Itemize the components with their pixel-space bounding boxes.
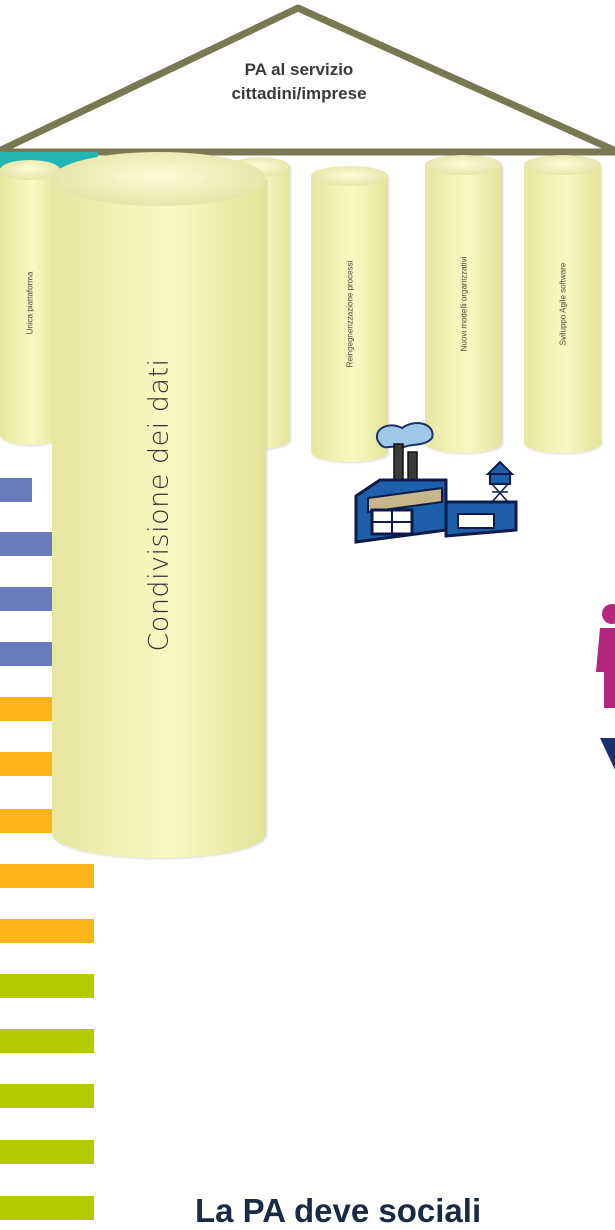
stripe-orange: [0, 864, 94, 888]
partial-shape: [600, 738, 615, 770]
stripe-blue: [0, 532, 52, 556]
roof: [0, 4, 615, 156]
pillar-reingegnerizzazione: Reingegnerizzazione processi: [311, 166, 388, 462]
person-icon: [596, 604, 615, 708]
stripe-orange: [0, 752, 52, 776]
pillar-label: Sviluppo Agile software: [558, 262, 567, 346]
stripe-green: [0, 1140, 94, 1164]
stripe-green: [0, 974, 94, 998]
stripe-blue: [0, 587, 52, 611]
pillar-label: Unica piattaforma: [25, 271, 35, 334]
pillar-sviluppo-agile: Sviluppo Agile software: [524, 155, 601, 453]
roof-label-line2: cittadini/imprese: [231, 84, 367, 103]
stripe-green: [0, 1196, 94, 1220]
stripe-blue: [0, 478, 32, 502]
stripe-green: [0, 1084, 94, 1108]
pillar-nuovi-modelli: Nuovi modelli organizzativi: [425, 155, 502, 453]
stripe-orange: [0, 809, 52, 833]
stripe-green: [0, 1029, 94, 1053]
roof-label-line1: PA al servizio: [244, 60, 354, 79]
stripe-orange: [0, 697, 52, 721]
pillar-unica-piattaforma: Unica piattaforma: [0, 160, 60, 445]
roof-label: PA al servizio cittadini/imprese: [224, 58, 374, 106]
headline: La PA deve sociali: [195, 1192, 482, 1229]
pillar-label-large: Condivisione dei dati: [143, 358, 175, 652]
pillar-label: Nuovi modelli organizzativi: [459, 256, 468, 352]
stripe-blue: [0, 642, 52, 666]
stripe-orange: [0, 919, 94, 943]
factory-icon: [354, 422, 518, 544]
pillar-label: Reingegnerizzazione processi: [345, 260, 354, 368]
pillar-condivisione-dati: Condivisione dei dati: [52, 152, 266, 858]
